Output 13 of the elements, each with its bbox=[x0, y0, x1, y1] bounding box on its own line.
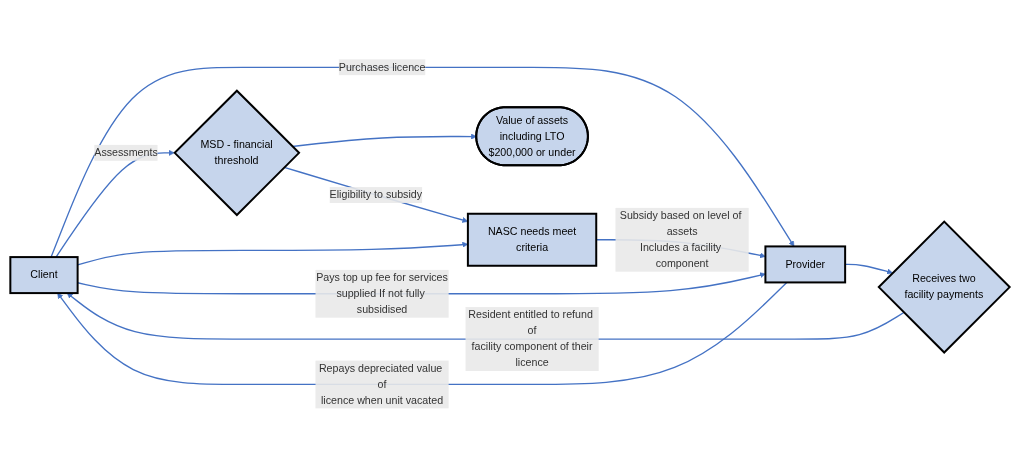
node-box: Client bbox=[9, 255, 79, 294]
node-diamond: Receives two facility payments bbox=[877, 219, 1012, 354]
edge-label: Purchases licence bbox=[338, 60, 426, 73]
edge-label: Pays top up fee for services supplied If not fully subsidised bbox=[316, 271, 448, 315]
arrow bbox=[57, 281, 788, 385]
node-diamond: MSD - financial threshold bbox=[173, 88, 301, 217]
edge-label: Eligibility to subsidy bbox=[329, 188, 423, 201]
node-box: Provider bbox=[764, 245, 847, 284]
edge-label: Repays depreciated value of licence when unit vacated bbox=[318, 362, 444, 406]
edge-label: Subsidy based on level of assets Includes a facility component bbox=[619, 209, 742, 269]
edge-label: Resident entitled to refund of facility component of their licence bbox=[468, 308, 593, 369]
node-box: NASC needs meet criteria bbox=[466, 212, 598, 267]
edge-label: Assessments bbox=[94, 146, 158, 158]
